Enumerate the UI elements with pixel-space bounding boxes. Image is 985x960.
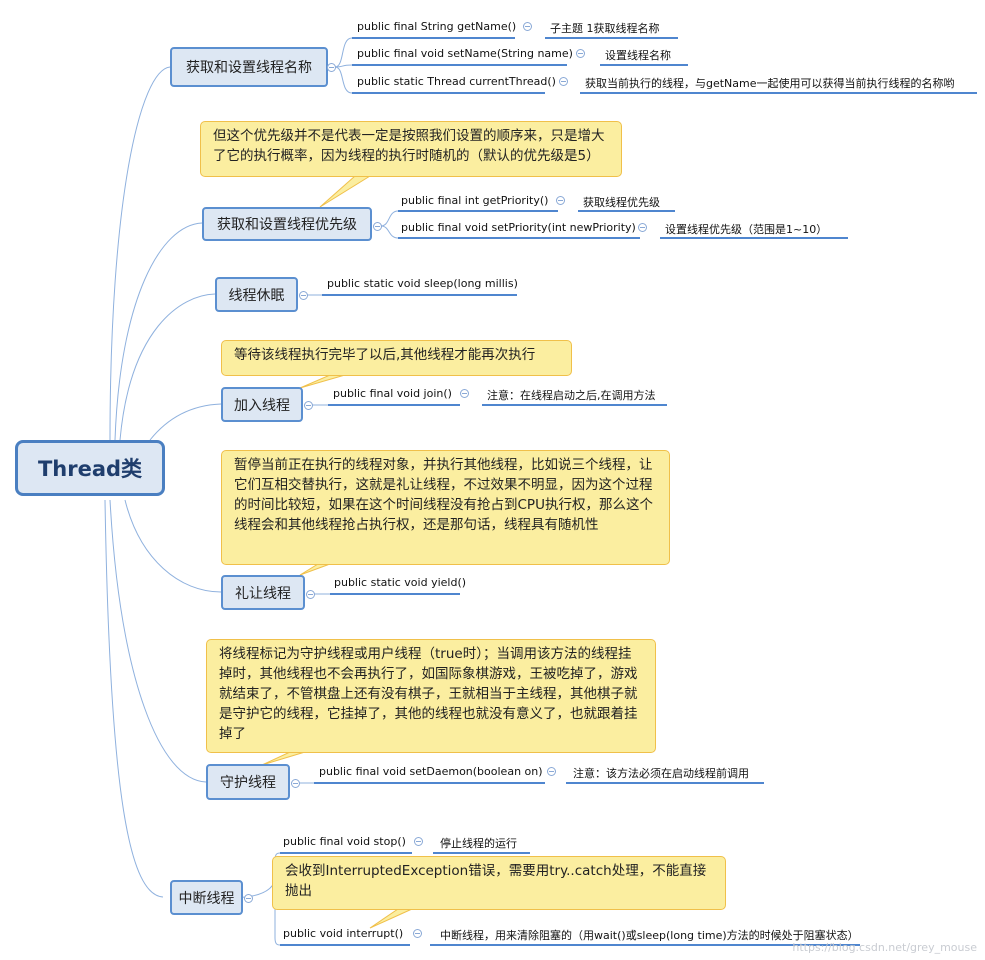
collapse-toggle-icon[interactable] (291, 779, 300, 788)
leaf-method[interactable]: public final void setName(String name) (357, 47, 573, 60)
branch-interrupt[interactable]: 中断线程 (170, 880, 243, 915)
collapse-toggle-icon[interactable] (576, 49, 585, 58)
branch-get-set-priority[interactable]: 获取和设置线程优先级 (202, 207, 372, 241)
watermark: https://blog.csdn.net/grey_mouse (792, 941, 977, 954)
branch-daemon[interactable]: 守护线程 (206, 764, 290, 800)
collapse-toggle-icon[interactable] (244, 894, 253, 903)
callout-note: 但这个优先级并不是代表一定是按照我们设置的顺序来，只是增大了它的执行概率，因为线… (200, 121, 622, 177)
collapse-toggle-icon[interactable] (327, 63, 336, 72)
branch-join[interactable]: 加入线程 (221, 387, 303, 422)
leaf-method[interactable]: public final void stop() (283, 835, 406, 848)
leaf-desc[interactable]: 子主题 1获取线程名称 (550, 22, 660, 35)
collapse-toggle-icon[interactable] (299, 291, 308, 300)
callout-note: 等待该线程执行完毕了以后,其他线程才能再次执行 (221, 340, 572, 376)
leaf-desc[interactable]: 注意：在线程启动之后,在调用方法 (487, 389, 656, 402)
leaf-method[interactable]: public final void setPriority(int newPri… (401, 221, 636, 234)
root-node[interactable]: Thread类 (15, 440, 165, 496)
collapse-toggle-icon[interactable] (556, 196, 565, 205)
leaf-desc[interactable]: 设置线程名称 (605, 49, 671, 62)
branch-get-set-name[interactable]: 获取和设置线程名称 (170, 47, 328, 87)
leaf-desc[interactable]: 获取线程优先级 (583, 196, 660, 209)
leaf-method[interactable]: public final void join() (333, 387, 452, 400)
leaf-desc[interactable]: 中断线程，用来清除阻塞的（用wait()或sleep(long time)方法的… (440, 929, 859, 942)
collapse-toggle-icon[interactable] (304, 401, 313, 410)
branch-sleep[interactable]: 线程休眠 (215, 277, 298, 312)
branch-yield[interactable]: 礼让线程 (221, 575, 305, 610)
leaf-method[interactable]: public static void sleep(long millis) (327, 277, 518, 290)
collapse-toggle-icon[interactable] (460, 389, 469, 398)
leaf-desc[interactable]: 设置线程优先级（范围是1~10） (665, 223, 828, 236)
leaf-desc[interactable]: 获取当前执行的线程，与getName一起使用可以获得当前执行线程的名称哟 (585, 77, 955, 90)
leaf-method[interactable]: public final String getName() (357, 20, 517, 33)
callout-note: 会收到InterruptedException错误，需要用try..catch处… (272, 856, 726, 910)
leaf-method[interactable]: public static void yield() (334, 576, 467, 589)
leaf-method[interactable]: public final void setDaemon(boolean on) (319, 765, 543, 778)
collapse-toggle-icon[interactable] (638, 223, 647, 232)
collapse-toggle-icon[interactable] (373, 222, 382, 231)
collapse-toggle-icon[interactable] (414, 837, 423, 846)
leaf-method[interactable]: public static Thread currentThread() (357, 75, 556, 88)
collapse-toggle-icon[interactable] (559, 77, 568, 86)
callout-note: 暂停当前正在执行的线程对象，并执行其他线程，比如说三个线程，让它们互相交替执行，… (221, 450, 670, 565)
callout-note: 将线程标记为守护线程或用户线程（true时）；当调用该方法的线程挂掉时，其他线程… (206, 639, 656, 753)
leaf-method[interactable]: public void interrupt() (283, 927, 404, 940)
collapse-toggle-icon[interactable] (547, 767, 556, 776)
collapse-toggle-icon[interactable] (523, 22, 532, 31)
collapse-toggle-icon[interactable] (413, 929, 422, 938)
leaf-desc[interactable]: 停止线程的运行 (440, 837, 517, 850)
collapse-toggle-icon[interactable] (306, 590, 315, 599)
leaf-method[interactable]: public final int getPriority() (401, 194, 549, 207)
leaf-desc[interactable]: 注意：该方法必须在启动线程前调用 (573, 767, 749, 780)
